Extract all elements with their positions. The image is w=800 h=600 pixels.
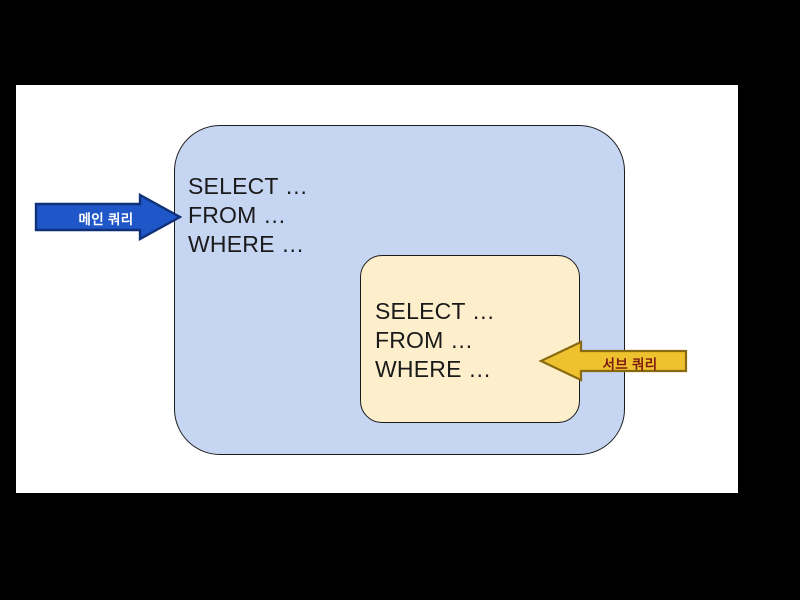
sub-query-arrow (537, 339, 689, 383)
main-query-sql-text: SELECT … FROM … WHERE … (188, 173, 309, 257)
main-query-arrow-label: 메인 쿼리 (78, 212, 134, 227)
main-query-arrow-icon (34, 192, 183, 242)
main-query-arrow (34, 192, 183, 242)
sub-query-box (360, 255, 580, 423)
sub-query-sql-text: SELECT … FROM … WHERE … (375, 298, 496, 382)
sub-query-arrow-label: 서브 쿼리 (602, 357, 658, 372)
sub-query-arrow-icon (538, 340, 688, 382)
